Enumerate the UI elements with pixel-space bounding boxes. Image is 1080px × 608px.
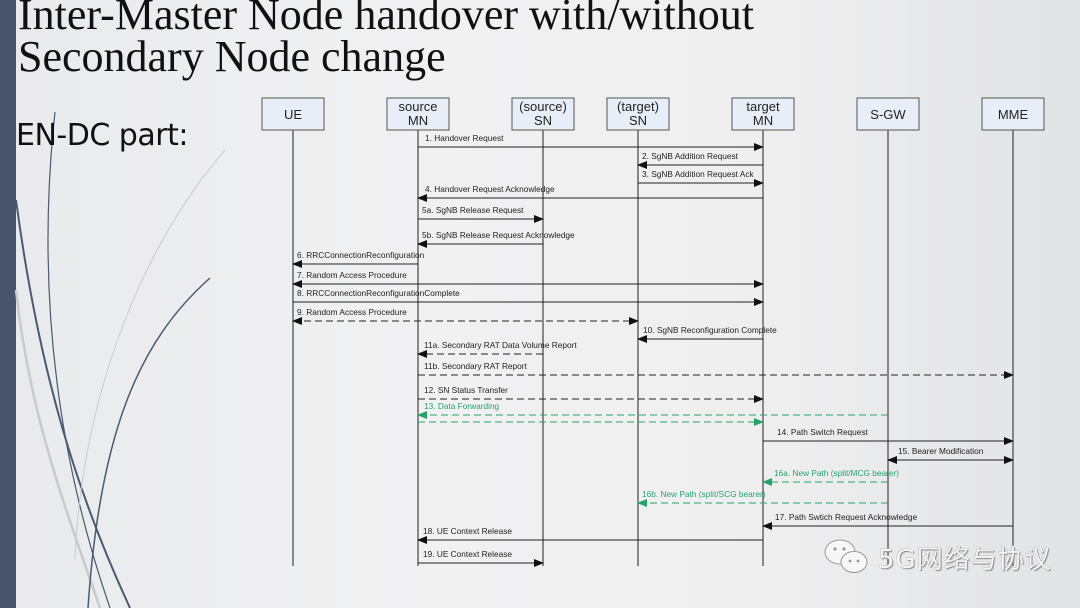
node-UE: UE — [261, 97, 325, 131]
message-4: 4. Handover Request Acknowledge — [417, 184, 763, 202]
message-label: 16b. New Path (split/SCG bearer) — [642, 489, 766, 499]
message-label: 18. UE Context Release — [423, 526, 512, 536]
message-label: 19. UE Context Release — [423, 549, 512, 559]
svg-text:S-GW: S-GW — [870, 107, 906, 122]
svg-text:UE: UE — [284, 107, 302, 122]
message-18: 16a. New Path (split/MCG bearer) — [762, 468, 899, 486]
message-22: 19. UE Context Release — [418, 549, 544, 567]
node-SGW: S-GW — [856, 97, 920, 131]
message-label: 6. RRCConnectionReconfiguration — [297, 250, 425, 260]
message-14: 12. SN Status Transfer — [418, 385, 764, 403]
message-label: 11b. Secondary RAT Report — [424, 361, 528, 371]
message-10: 9. Random Access Procedure — [292, 307, 639, 325]
message-21: 18. UE Context Release — [417, 526, 763, 544]
message-label: 13. Data Forwarding — [424, 401, 500, 411]
message-16: 14. Path Switch Request — [763, 427, 1014, 445]
slide-title: Inter-Master Node handover with/without … — [18, 0, 754, 81]
svg-text:(target): (target) — [617, 99, 659, 114]
message-2: 2. SgNB Addition Request — [637, 151, 763, 169]
messages: 1. Handover Request 2. SgNB Addition Requ… — [292, 133, 1014, 567]
wechat-icon — [824, 539, 868, 573]
message-label: 7. Random Access Procedure — [297, 270, 407, 280]
svg-text:MN: MN — [408, 113, 428, 128]
message-8: 7. Random Access Procedure — [292, 270, 764, 288]
message-19: 16b. New Path (split/SCG bearer) — [637, 489, 888, 507]
svg-text:source: source — [398, 99, 437, 114]
slide-subtitle: EN-DC part: — [16, 118, 188, 153]
message-3: 3. SgNB Addition Request Ack — [638, 169, 764, 187]
message-label: 8. RRCConnectionReconfigurationComplete — [297, 288, 460, 298]
svg-text:SN: SN — [629, 113, 647, 128]
message-17: 15. Bearer Modification — [887, 446, 1014, 464]
message-label: 2. SgNB Addition Request — [642, 151, 739, 161]
message-label: 10. SgNB Reconfiguration Complete — [643, 325, 777, 335]
message-label: 15. Bearer Modification — [898, 446, 984, 456]
message-label: 5a. SgNB Release Request — [422, 205, 524, 215]
message-11: 10. SgNB Reconfiguration Complete — [637, 325, 777, 343]
left-accent-bar — [0, 0, 16, 608]
message-label: 17. Path Swtich Request Acknowledge — [775, 512, 917, 522]
watermark-text: 5G网络与协议 — [878, 544, 1052, 575]
message-label: 11a. Secondary RAT Data Volume Report — [424, 340, 577, 350]
watermark: 5G网络与协议 — [822, 536, 1052, 578]
message-5: 5a. SgNB Release Request — [418, 205, 544, 223]
node-targetSN: (target)SN — [606, 97, 670, 131]
message-label: 3. SgNB Addition Request Ack — [642, 169, 754, 179]
svg-text:MME: MME — [998, 107, 1029, 122]
message-label: 14. Path Switch Request — [777, 427, 869, 437]
message-12: 11a. Secondary RAT Data Volume Report — [417, 340, 577, 358]
message-13: 11b. Secondary RAT Report — [418, 361, 1014, 379]
message-6: 5b. SgNB Release Request Acknowledge — [417, 230, 575, 248]
svg-text:SN: SN — [534, 113, 552, 128]
svg-text:(source): (source) — [519, 99, 567, 114]
message-label: 4. Handover Request Acknowledge — [425, 184, 555, 194]
lifelines — [292, 130, 1014, 566]
message-label: 12. SN Status Transfer — [424, 385, 508, 395]
message-1: 1. Handover Request — [418, 133, 764, 151]
message-20: 17. Path Swtich Request Acknowledge — [762, 512, 1013, 530]
message-7: 6. RRCConnectionReconfiguration — [292, 250, 425, 268]
message-label: 5b. SgNB Release Request Acknowledge — [422, 230, 575, 240]
message-label: 9. Random Access Procedure — [297, 307, 407, 317]
node-sourceSN: (source)SN — [511, 97, 575, 131]
message-label: 16a. New Path (split/MCG bearer) — [774, 468, 899, 478]
message-label: 1. Handover Request — [425, 133, 504, 143]
node-MME: MME — [981, 97, 1045, 131]
message-15: 13. Data Forwarding — [417, 401, 888, 426]
svg-text:target: target — [746, 99, 780, 114]
svg-text:MN: MN — [753, 113, 773, 128]
message-9: 8. RRCConnectionReconfigurationComplete — [293, 288, 764, 306]
